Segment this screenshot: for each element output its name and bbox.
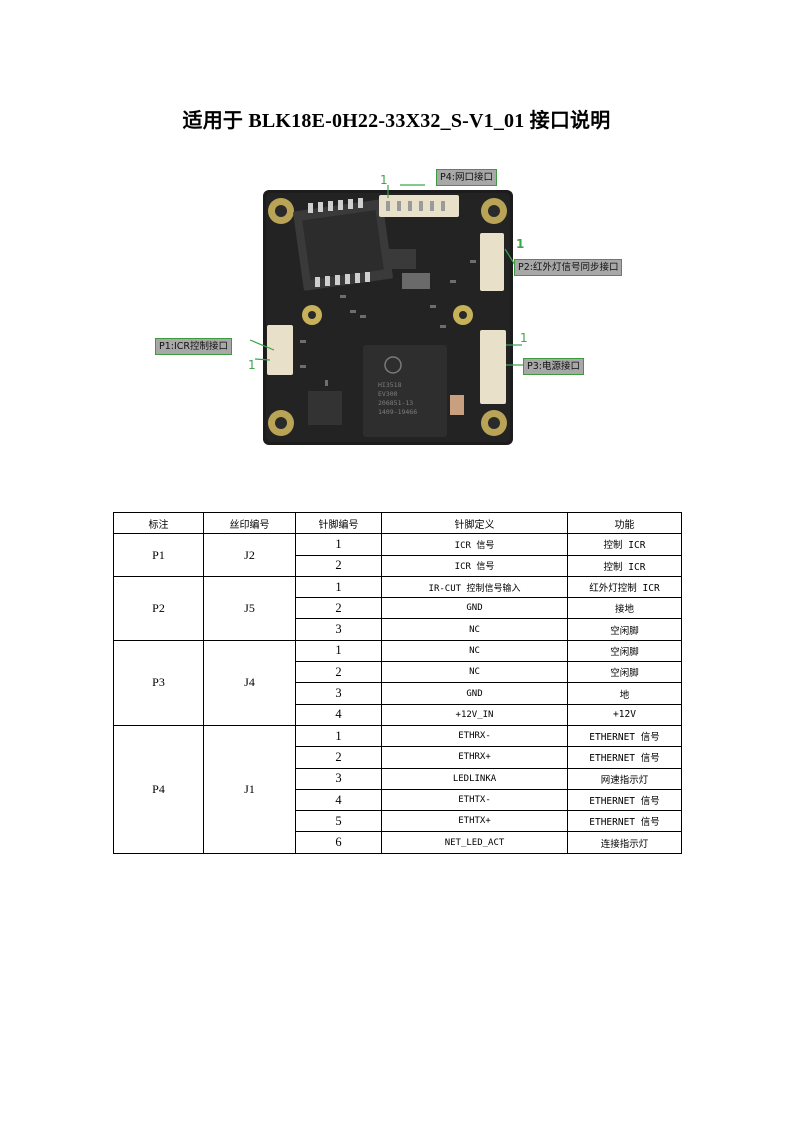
header-def: 针脚定义 bbox=[381, 511, 568, 535]
cell-def: ETHTX- bbox=[381, 788, 568, 812]
pcb-board-drawing: HI3518 EV300 206851-13 1409-19466 bbox=[249, 184, 528, 445]
table-row: 3 GND 地 bbox=[114, 682, 682, 705]
cell-pin: 2 bbox=[295, 554, 382, 577]
cell-function: 接地 bbox=[567, 597, 682, 620]
chip-line-1: HI3518 bbox=[378, 381, 402, 389]
p3-connector bbox=[480, 330, 506, 404]
p1-connector bbox=[267, 325, 293, 375]
cell-pin: 2 bbox=[295, 597, 382, 620]
cell-function: 连接指示灯 bbox=[567, 831, 682, 854]
cell-function: ETHERNET 信号 bbox=[567, 724, 682, 748]
table-row: 2 ICR 信号 控制 ICR bbox=[114, 554, 682, 577]
cell-def: ICR 信号 bbox=[381, 554, 568, 577]
pin1-marker-p4: 1 bbox=[380, 173, 388, 187]
cell-def: ICR 信号 bbox=[381, 533, 568, 556]
table-row: 2 ETHRX+ ETHERNET 信号 bbox=[114, 746, 682, 769]
chip-line-3: 206851-13 bbox=[378, 399, 413, 407]
cell-silk: J2 bbox=[203, 533, 296, 577]
label-p3: P3:电源接口 bbox=[523, 358, 584, 375]
cell-function: 控制 ICR bbox=[567, 533, 682, 556]
header-label: 标注 bbox=[113, 511, 204, 535]
cell-pin: 2 bbox=[295, 746, 382, 769]
cell-pin: 3 bbox=[295, 767, 382, 790]
cell-pin: 4 bbox=[295, 788, 382, 812]
cell-function: 空闲脚 bbox=[567, 639, 682, 663]
p2-connector bbox=[480, 233, 504, 291]
cell-silk: J1 bbox=[203, 724, 296, 854]
cell-function: ETHERNET 信号 bbox=[567, 810, 682, 833]
label-p2: P2:红外灯信号同步接口 bbox=[514, 259, 623, 276]
cell-def: GND bbox=[381, 597, 568, 620]
cell-pin: 6 bbox=[295, 831, 382, 854]
chip-line-4: 1409-19466 bbox=[378, 408, 417, 416]
cell-pin: 3 bbox=[295, 618, 382, 641]
cell-function: +12V bbox=[567, 703, 682, 726]
cell-silk: J4 bbox=[203, 639, 296, 726]
cell-def: IR-CUT 控制信号输入 bbox=[381, 575, 568, 599]
cell-def: NC bbox=[381, 661, 568, 684]
small-ic bbox=[308, 391, 342, 425]
label-p4: P4:网口接口 bbox=[436, 169, 497, 186]
cell-def: NC bbox=[381, 618, 568, 641]
cell-def: ETHRX- bbox=[381, 724, 568, 748]
table-row: P4 J1 1 ETHRX- ETHERNET 信号 bbox=[113, 724, 682, 854]
table-row: 4 +12V_IN +12V bbox=[114, 703, 682, 726]
cell-function: 空闲脚 bbox=[567, 618, 682, 641]
cell-def: NC bbox=[381, 639, 568, 663]
cell-def: ETHTX+ bbox=[381, 810, 568, 833]
cell-function: 网速指示灯 bbox=[567, 767, 682, 790]
table-row: 3 LEDLINKA 网速指示灯 bbox=[114, 767, 682, 790]
table-row: P1 J2 1 ICR 信号 控制 ICR bbox=[113, 533, 682, 577]
cell-function: 地 bbox=[567, 682, 682, 705]
header-function: 功能 bbox=[567, 511, 682, 535]
cell-pin: 1 bbox=[295, 724, 382, 748]
header-silk: 丝印编号 bbox=[203, 511, 296, 535]
cell-pin: 1 bbox=[295, 575, 382, 599]
label-p1: P1:ICR控制接口 bbox=[155, 338, 233, 355]
cell-pin: 5 bbox=[295, 810, 382, 833]
cell-pin: 2 bbox=[295, 661, 382, 684]
cell-function: ETHERNET 信号 bbox=[567, 746, 682, 769]
cell-label: P2 bbox=[113, 575, 204, 641]
table-row: P2 J5 1 IR-CUT 控制信号输入 红外灯控制 ICR bbox=[113, 575, 682, 641]
header-pin: 针脚编号 bbox=[295, 511, 382, 535]
pin1-marker-p2: 1 bbox=[516, 237, 525, 251]
mounting-hole-icon bbox=[268, 198, 507, 436]
table-row: 6 NET_LED_ACT 连接指示灯 bbox=[114, 831, 682, 854]
cell-label: P1 bbox=[113, 533, 204, 577]
cell-silk: J5 bbox=[203, 575, 296, 641]
cell-def: GND bbox=[381, 682, 568, 705]
pin-definition-table: 标注 丝印编号 针脚编号 针脚定义 功能 P1 J2 1 ICR 信号 控制 I… bbox=[113, 511, 682, 854]
cell-label: P3 bbox=[113, 639, 204, 726]
cell-function: 空闲脚 bbox=[567, 661, 682, 684]
cell-def: NET_LED_ACT bbox=[381, 831, 568, 854]
cell-function: ETHERNET 信号 bbox=[567, 788, 682, 812]
cell-pin: 1 bbox=[295, 639, 382, 663]
document-title: 适用于 BLK18E-0H22-33X32_S-V1_01 接口说明 bbox=[182, 110, 611, 132]
board-figure: HI3518 EV300 206851-13 1409-19466 P4: bbox=[150, 165, 650, 455]
cell-pin: 3 bbox=[295, 682, 382, 705]
cell-def: ETHRX+ bbox=[381, 746, 568, 769]
cell-def: +12V_IN bbox=[381, 703, 568, 726]
cell-function: 红外灯控制 ICR bbox=[567, 575, 682, 599]
table-row: P3 J4 1 NC 空闲脚 bbox=[113, 639, 682, 726]
cell-function: 控制 ICR bbox=[567, 554, 682, 577]
cell-pin: 4 bbox=[295, 703, 382, 726]
pin1-marker-p3: 1 bbox=[520, 331, 528, 345]
chip-line-2: EV300 bbox=[378, 390, 398, 398]
table-row: 3 NC 空闲脚 bbox=[114, 618, 682, 641]
transformer-chip bbox=[293, 198, 393, 291]
cell-pin: 1 bbox=[295, 533, 382, 556]
pin1-marker-p1: 1 bbox=[248, 358, 256, 372]
table-header-row: 标注 丝印编号 针脚编号 针脚定义 功能 bbox=[113, 511, 682, 535]
soc-chip bbox=[363, 345, 447, 437]
cell-def: LEDLINKA bbox=[381, 767, 568, 790]
cell-label: P4 bbox=[113, 724, 204, 854]
table-row: 2 GND 接地 bbox=[114, 597, 682, 620]
